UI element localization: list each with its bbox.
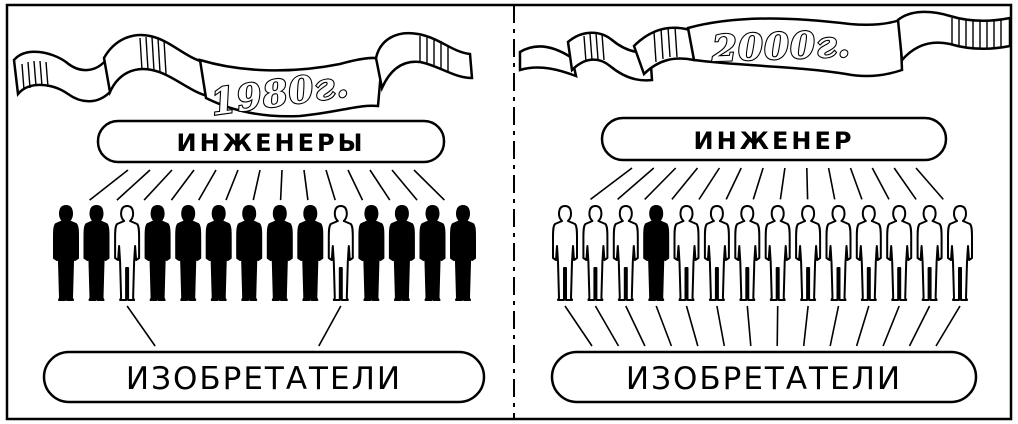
bottom-label-box: ИЗОБРЕТАТЕЛИ <box>42 350 486 404</box>
bottom-connector-line <box>625 305 646 347</box>
top-links <box>89 169 445 201</box>
bottom-label: ИЗОБРЕТАТЕЛИ <box>626 361 902 397</box>
bottom-connector-line <box>318 305 342 347</box>
bottom-connector-line <box>746 305 752 347</box>
top-connector-line <box>779 167 786 200</box>
engineer-figure-outline <box>114 205 141 301</box>
engineer-figure-outline <box>825 205 852 301</box>
top-connector-line <box>347 169 364 201</box>
engineer-figure-filled <box>358 205 385 301</box>
top-connector-line <box>590 167 633 201</box>
bottom-connector-line <box>126 305 156 347</box>
top-connector-line <box>170 169 195 201</box>
top-connector-line <box>725 167 742 200</box>
engineer-figure-outline <box>886 205 913 301</box>
engineer-figure-filled <box>236 205 263 301</box>
engineer-figure-filled <box>419 205 446 301</box>
top-connector-line <box>827 167 836 200</box>
top-connector-line <box>752 167 764 200</box>
bottom-connector-line <box>716 305 726 347</box>
engineer-figure-outline <box>703 205 730 301</box>
top-connector-line <box>325 169 336 201</box>
engineer-figure-outline <box>916 205 943 301</box>
top-connector-line <box>225 169 239 201</box>
top-connector-line <box>303 169 309 201</box>
top-connector-line <box>698 167 721 200</box>
top-connector-line <box>671 167 699 200</box>
bottom-connector-line <box>829 305 840 347</box>
bottom-connector-line <box>564 305 593 347</box>
top-connector-line <box>893 167 917 200</box>
engineer-figure-filled <box>297 205 324 301</box>
engineer-figure-filled <box>266 205 293 301</box>
bottom-connector-line <box>935 305 961 347</box>
engineer-figure-outline <box>855 205 882 301</box>
engineer-figure-filled <box>643 205 670 301</box>
bottom-label: ИЗОБРЕТАТЕЛИ <box>126 361 402 397</box>
top-connector-line <box>143 169 173 201</box>
ribbon-banner: 2000г. <box>518 10 1012 82</box>
top-connector-line <box>252 169 261 201</box>
top-label: ИНЖЕНЕРЫ <box>177 129 366 157</box>
engineer-figure-outline <box>612 205 639 301</box>
engineer-figure-filled <box>144 205 171 301</box>
engineer-figure-filled <box>175 205 202 301</box>
bottom-connector-line <box>594 305 620 347</box>
ribbon-banner: 1980г. <box>12 31 474 125</box>
top-connector-line <box>849 167 863 200</box>
engineer-figure-filled <box>53 205 79 301</box>
top-connector-line <box>116 169 151 201</box>
year-label: 2000г. <box>710 23 851 70</box>
top-connector-line <box>89 169 129 201</box>
engineer-figure-outline <box>673 205 700 301</box>
bottom-connector-line <box>685 305 699 347</box>
bottom-connector-line <box>882 305 900 347</box>
top-connector-line <box>871 167 890 200</box>
top-label: ИНЖЕНЕР <box>693 127 854 155</box>
engineer-figure-outline <box>795 205 822 301</box>
top-connector-line <box>617 167 655 201</box>
engineer-figure-outline <box>734 205 761 301</box>
figure-row <box>552 205 973 301</box>
top-label-box: ИНЖЕНЕР <box>600 116 948 162</box>
bottom-connector-line <box>655 305 673 347</box>
engineer-figure-filled <box>388 205 415 301</box>
top-connector-line <box>391 169 418 201</box>
top-connector-line <box>806 167 809 200</box>
panel-1980: 1980г. ИНЖЕНЕРЫ ИЗОБРЕТАТЕЛИ <box>12 31 486 404</box>
top-connector-line <box>369 169 391 201</box>
engineer-figure-outline <box>582 205 609 301</box>
bottom-connector-line <box>855 305 870 347</box>
figure-row <box>53 205 476 301</box>
engineer-figure-filled <box>450 205 476 301</box>
outer-frame <box>5 3 1013 421</box>
top-connector-line <box>644 167 677 200</box>
panel-2000: 2000г. ИНЖЕНЕР ИЗОБРЕТАТЕЛИ <box>518 10 1012 404</box>
engineer-figure-filled <box>205 205 232 301</box>
top-links <box>590 167 944 201</box>
bottom-connector-line <box>776 305 779 347</box>
engineer-figure-outline <box>552 205 578 301</box>
top-connector-line <box>198 169 217 201</box>
engineer-figure-outline <box>947 205 973 301</box>
top-connector-line <box>279 169 283 201</box>
engineer-figure-outline <box>327 205 354 301</box>
bottom-links <box>126 305 342 347</box>
engineer-figure-outline <box>764 205 791 301</box>
bottom-links <box>564 305 961 347</box>
bottom-label-box: ИЗОБРЕТАТЕЛИ <box>550 350 978 404</box>
top-connector-line <box>413 169 445 201</box>
engineer-figure-filled <box>83 205 110 301</box>
bottom-connector-line <box>908 305 931 347</box>
top-connector-line <box>915 167 944 200</box>
bottom-connector-line <box>802 305 809 347</box>
top-label-box: ИНЖЕНЕРЫ <box>96 119 446 164</box>
